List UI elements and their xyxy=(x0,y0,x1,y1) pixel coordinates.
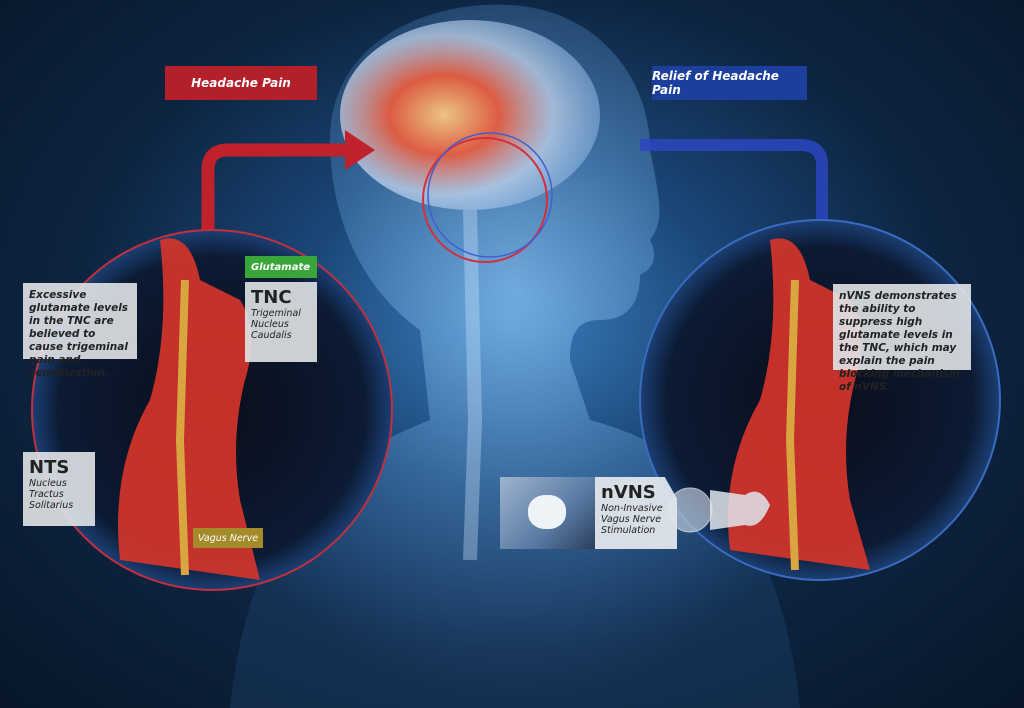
nts-line: Solitarius xyxy=(29,500,74,511)
nvns-label: nVNS Non-Invasive Vagus Nerve Stimulatio… xyxy=(595,477,677,549)
tnc-line: Nucleus xyxy=(251,319,289,330)
brainstem-highlight-red xyxy=(422,137,548,263)
pain-arrow xyxy=(201,143,350,250)
nts-abbr: NTS xyxy=(29,457,70,478)
left-explanation-note: Excessive glutamate levels in the TNC ar… xyxy=(23,283,137,379)
tnc-line: Caudalis xyxy=(251,330,292,341)
vagus-nerve-label: Vagus Nerve xyxy=(193,528,263,548)
right-vagus-nerve xyxy=(785,279,799,571)
nvns-abbr: nVNS xyxy=(601,482,656,503)
device-on-neck xyxy=(710,490,770,530)
pain-arrow-head xyxy=(345,130,375,170)
right-explanation-note: nVNS demonstrates the ability to suppres… xyxy=(833,284,971,393)
brain xyxy=(340,20,600,210)
glutamate-label: Glutamate xyxy=(245,256,317,278)
nts-line: Tractus xyxy=(29,489,64,500)
relief-header: Relief of Headache Pain xyxy=(652,66,807,100)
device-photo xyxy=(500,477,595,549)
tnc-line: Trigeminal xyxy=(251,308,301,319)
left-brainstem xyxy=(118,238,260,581)
relief-connector xyxy=(640,139,828,220)
left-vagus-nerve xyxy=(175,279,189,576)
spine xyxy=(463,209,483,561)
headache-pain-header: Headache Pain xyxy=(165,66,317,100)
nvns-line: Stimulation xyxy=(601,525,656,536)
device-icon xyxy=(528,495,566,529)
tnc-abbr: TNC xyxy=(251,287,292,308)
nvns-line: Non-Invasive xyxy=(601,503,663,514)
brainstem-highlight-blue xyxy=(427,132,553,258)
nts-label: NTS Nucleus Tractus Solitarius xyxy=(23,452,95,526)
tnc-label: TNC Trigeminal Nucleus Caudalis xyxy=(245,282,317,362)
nvns-line: Vagus Nerve xyxy=(601,514,662,525)
nts-line: Nucleus xyxy=(29,478,67,489)
